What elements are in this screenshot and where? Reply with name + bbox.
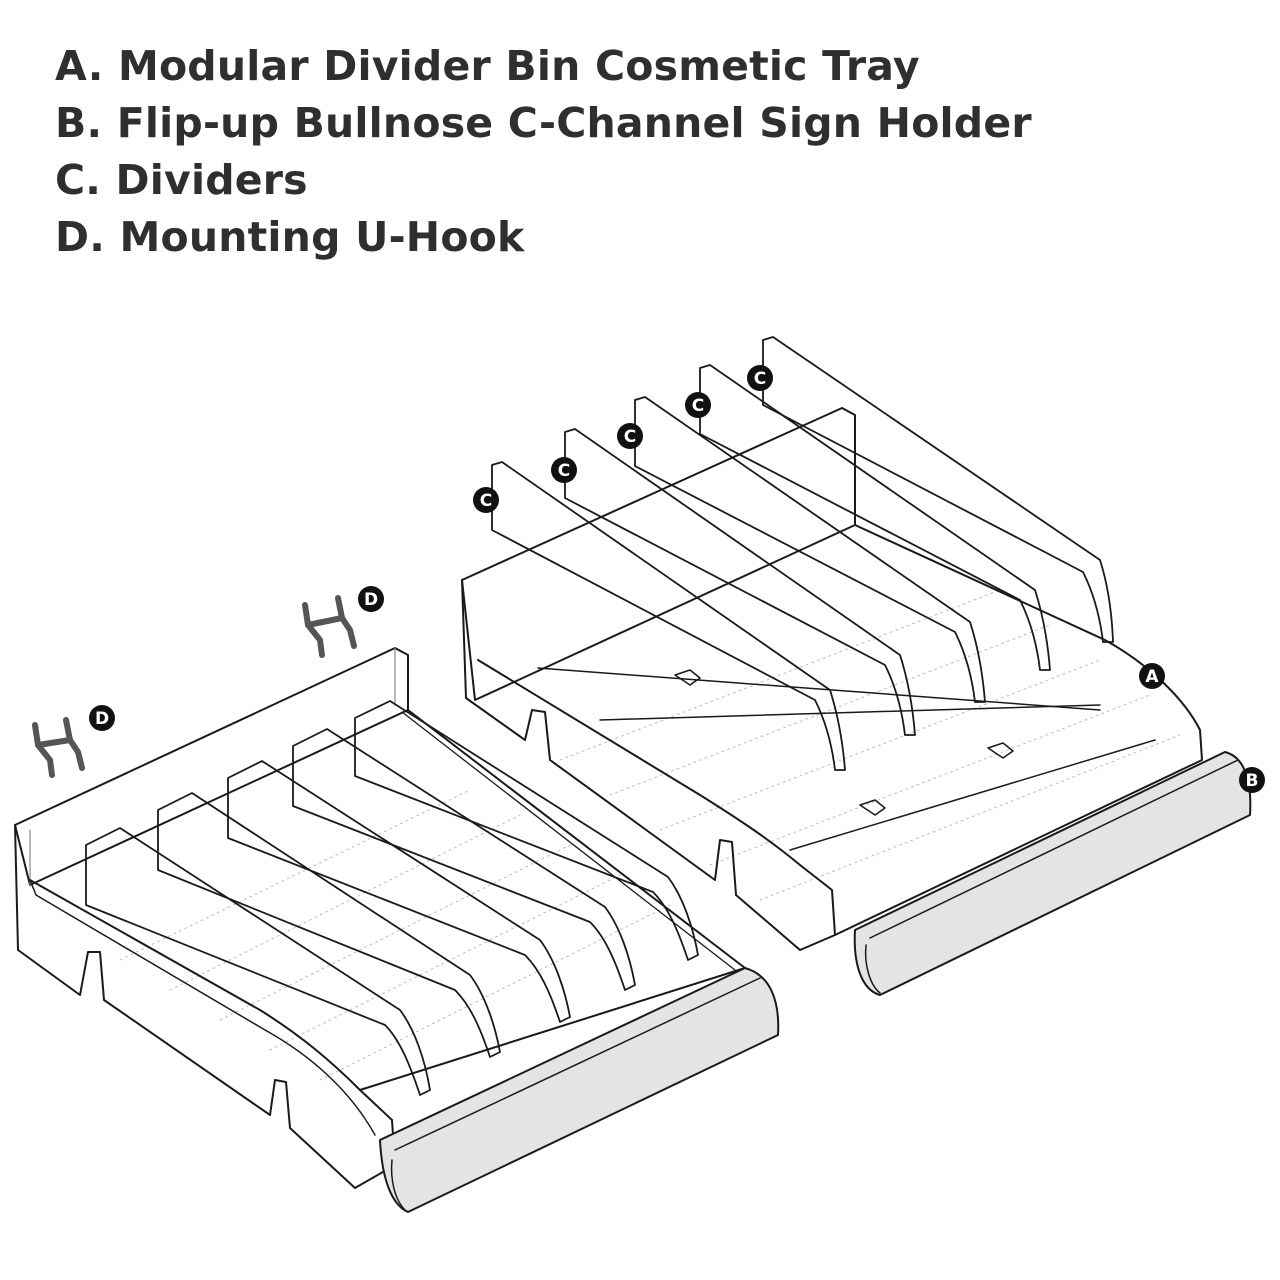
divider-c1 xyxy=(491,461,846,771)
callouts: A B C C C C C D xyxy=(89,365,1265,793)
tray-right-wall xyxy=(407,709,746,969)
dividers-exploded xyxy=(491,336,1114,771)
svg-text:C: C xyxy=(558,461,570,481)
divider-c2 xyxy=(564,428,916,736)
svg-text:A: A xyxy=(1145,667,1159,687)
divider xyxy=(85,827,431,1096)
tray-side-wall xyxy=(461,579,836,951)
u-hook-right xyxy=(302,595,357,658)
legend-item-b: B. Flip-up Bullnose C-Channel Sign Holde… xyxy=(55,99,1032,147)
callout-c5: C xyxy=(747,365,773,391)
tray-back-panel xyxy=(14,647,409,886)
floor-texture xyxy=(559,589,1181,901)
callout-c4: C xyxy=(685,392,711,418)
svg-text:C: C xyxy=(624,427,636,447)
tray-right-wall xyxy=(834,524,1203,936)
svg-text:C: C xyxy=(480,491,492,511)
svg-text:C: C xyxy=(692,396,704,416)
svg-text:B: B xyxy=(1246,771,1259,791)
divider xyxy=(157,792,501,1058)
tray-back-panel xyxy=(461,407,856,701)
svg-text:D: D xyxy=(95,709,109,729)
assembled-tray xyxy=(14,647,780,1213)
divider xyxy=(227,760,571,1023)
callout-c2: C xyxy=(551,457,577,483)
legend-item-a: A. Modular Divider Bin Cosmetic Tray xyxy=(55,42,920,90)
callout-c1: C xyxy=(473,487,499,513)
parts-legend: A. Modular Divider Bin Cosmetic Tray B. … xyxy=(55,38,1032,266)
divider-c4 xyxy=(699,364,1051,671)
divider xyxy=(292,728,636,991)
floor-texture xyxy=(119,789,671,1081)
svg-text:C: C xyxy=(754,369,766,389)
divider xyxy=(354,700,699,961)
u-hook-left xyxy=(32,717,85,778)
callout-d-right: D xyxy=(358,586,384,612)
callout-d-left: D xyxy=(89,705,115,731)
sign-holder-exploded xyxy=(853,751,1252,996)
svg-text:D: D xyxy=(364,590,378,610)
callout-c3: C xyxy=(617,423,643,449)
divider-c3 xyxy=(634,396,986,703)
dividers-left-tray xyxy=(85,700,699,1096)
divider-c5 xyxy=(762,336,1114,643)
callout-a: A xyxy=(1139,663,1165,689)
legend-item-d: D. Mounting U-Hook xyxy=(55,213,525,261)
callout-b: B xyxy=(1239,767,1265,793)
sign-holder-left xyxy=(379,967,780,1213)
exploded-tray xyxy=(461,336,1252,996)
legend-item-c: C. Dividers xyxy=(55,156,308,204)
